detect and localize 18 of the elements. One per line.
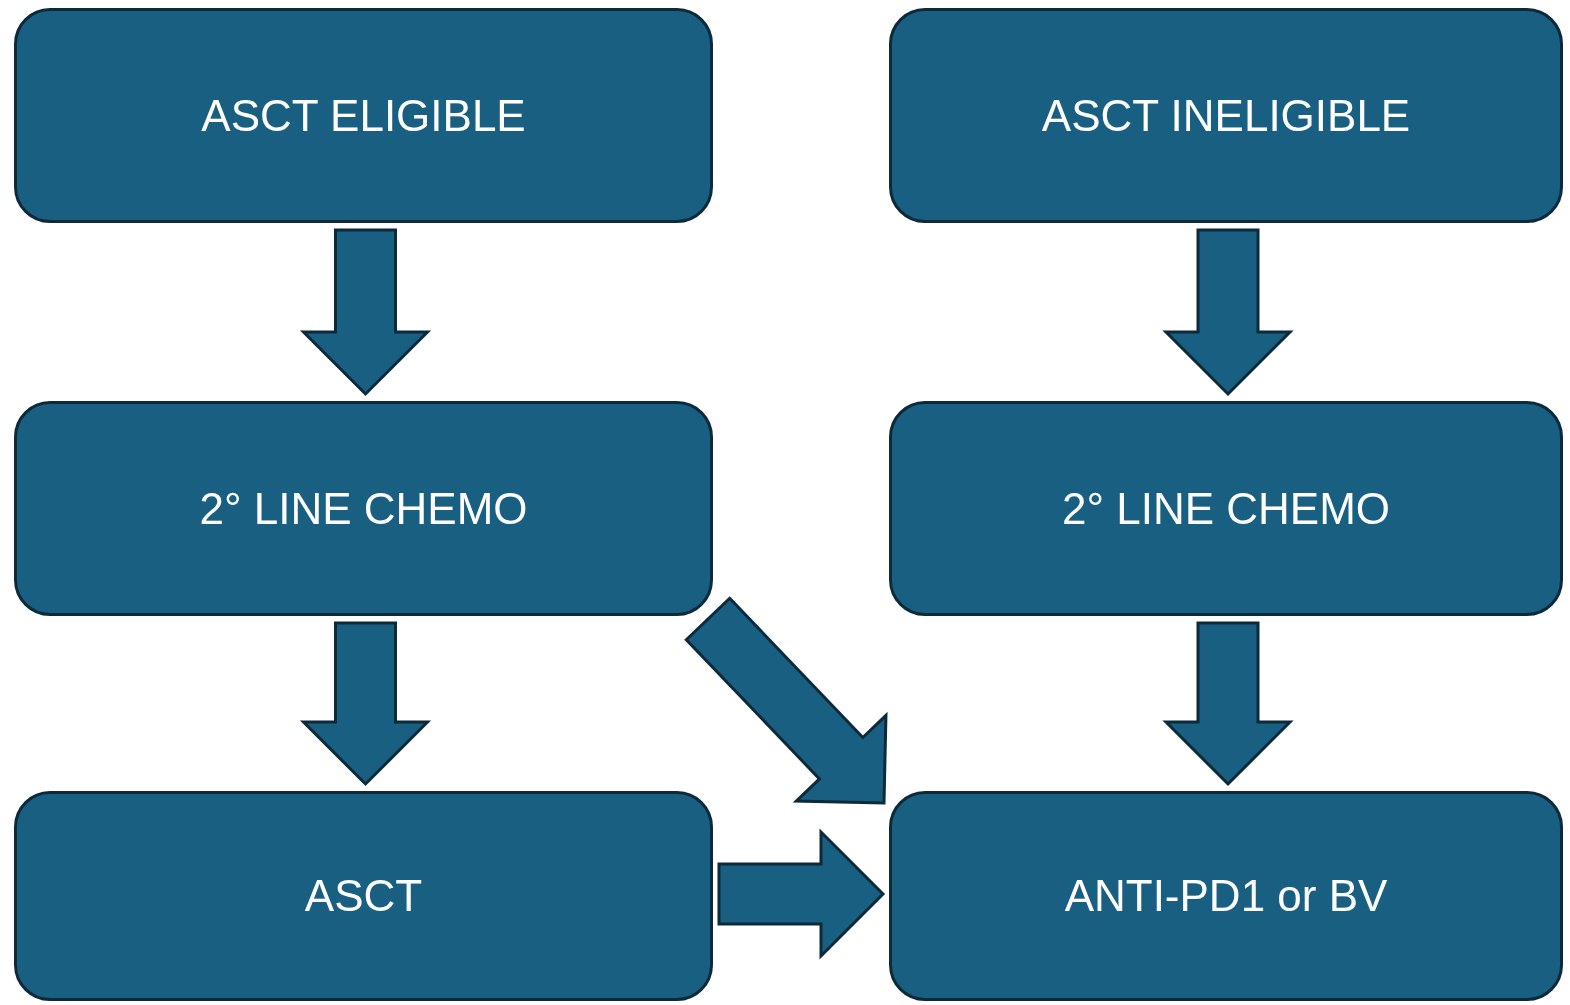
box-label: ASCT INELIGIBLE [1041,90,1411,141]
block-arrow [1162,228,1294,397]
box-label: ANTI-PD1 or BV [1064,871,1388,921]
block-arrow [299,228,432,397]
process-box [889,8,1563,223]
box-label: ASCT [304,871,423,921]
box-label: 2° LINE CHEMO [199,483,528,534]
process-box [889,791,1563,1001]
process-box [14,401,713,616]
box-label: 2° LINE CHEMO [1061,483,1391,534]
process-box [14,791,713,1001]
block-arrow [1162,621,1294,787]
block-arrow [684,596,888,805]
process-box [889,401,1563,616]
block-arrow [299,621,432,787]
process-box [14,8,713,223]
box-label: ASCT ELIGIBLE [201,90,526,141]
block-arrow [717,828,886,960]
